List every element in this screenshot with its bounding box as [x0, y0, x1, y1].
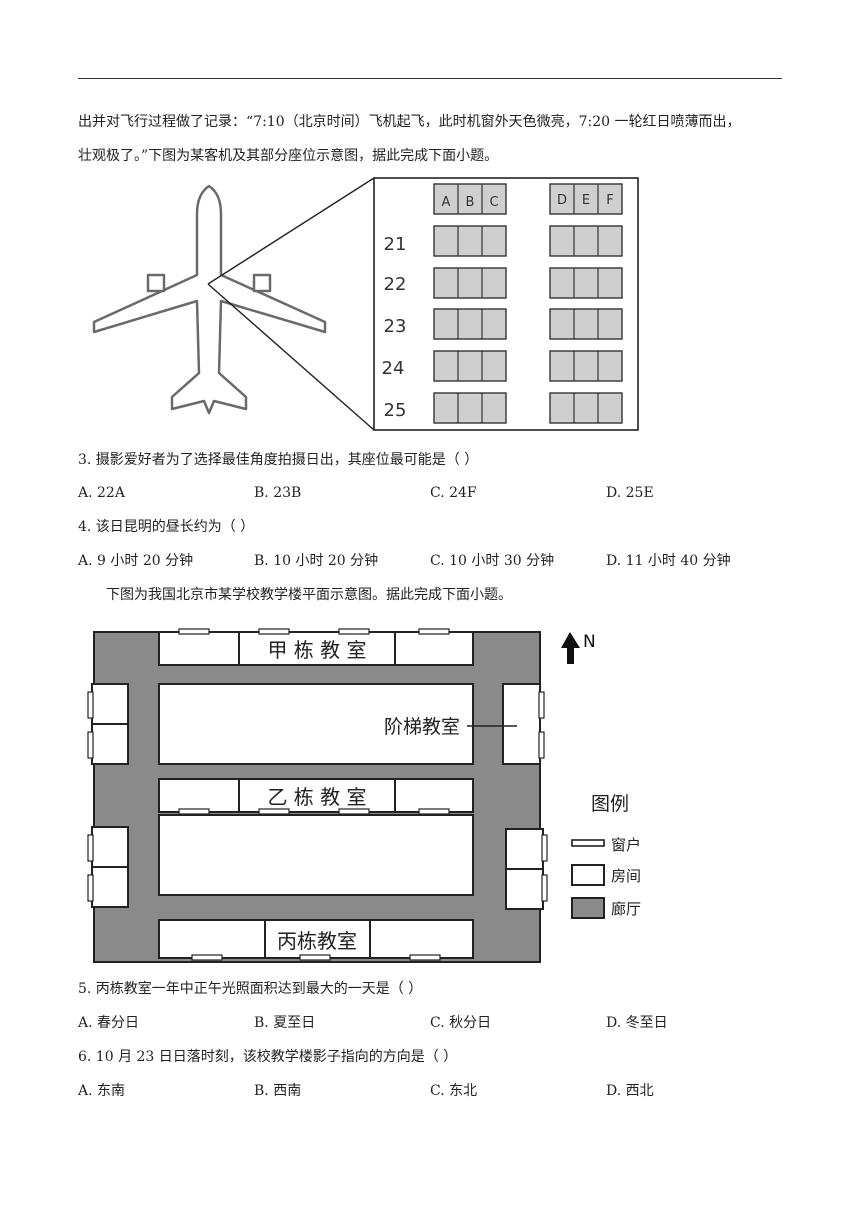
q6-stem: 6. 10 月 23 日日落时刻，该校教学楼影子指向的方向是（ ） — [78, 1049, 458, 1065]
airplane-seat-figure: A B C D E F 21 22 23 24 25 — [92, 177, 639, 431]
q6-option-c[interactable]: C. 东北 — [430, 1083, 478, 1099]
q6-option-d[interactable]: D. 西北 — [606, 1083, 654, 1099]
seat-row-23: 23 — [384, 308, 623, 340]
q4-option-d[interactable]: D. 11 小时 40 分钟 — [606, 553, 731, 569]
building-jia: 甲 栋 教 室 — [158, 628, 474, 666]
seat-row-21: 21 — [384, 225, 623, 257]
legend: 图例 窗户 房间 廊厅 — [571, 793, 641, 919]
col-label-d: D — [557, 193, 567, 208]
row-label: 23 — [384, 316, 407, 337]
label-jia: 甲 栋 教 室 — [267, 638, 366, 662]
intro-line-2: 壮观极了。”下图为某客机及其部分座位示意图，据此完成下面小题。 — [78, 148, 499, 164]
north-label: N — [583, 632, 596, 652]
legend-title: 图例 — [591, 793, 629, 815]
seat-row-25: 25 — [384, 392, 623, 424]
window-icon — [87, 691, 94, 902]
legend-window-swatch — [571, 839, 605, 847]
east-rooms — [502, 683, 544, 910]
label-yi: 乙 栋 教 室 — [267, 785, 366, 809]
legend-room-label: 房间 — [611, 867, 641, 885]
q6-option-b[interactable]: B. 西南 — [254, 1083, 302, 1099]
intro-line-1: 出并对飞行过程做了记录：“7:10（北京时间）飞机起飞，此时机窗外天色微亮，7:… — [78, 114, 741, 130]
q4-stem: 4. 该日昆明的昼长约为（ ） — [78, 519, 255, 535]
q5-option-c[interactable]: C. 秋分日 — [430, 1015, 492, 1031]
row-label: 22 — [384, 274, 407, 295]
q3-option-c[interactable]: C. 24F — [430, 485, 477, 501]
window-icon — [538, 691, 548, 902]
building-plan-figure: 甲 栋 教 室 乙 栋 教 室 丙栋教室 — [87, 628, 641, 963]
row-label: 21 — [384, 234, 407, 255]
col-label-a: A — [442, 195, 451, 210]
header-rule — [78, 78, 782, 79]
row-label: 24 — [382, 358, 405, 379]
col-label-e: E — [582, 193, 590, 208]
label-bing: 丙栋教室 — [277, 929, 357, 953]
row-label: 25 — [384, 400, 407, 421]
q3-option-b[interactable]: B. 23B — [254, 485, 302, 501]
q4-option-a[interactable]: A. 9 小时 20 分钟 — [78, 553, 194, 569]
q3-stem: 3. 摄影爱好者为了选择最佳角度拍摄日出，其座位最可能是（ ） — [78, 452, 479, 468]
q3-option-a[interactable]: A. 22A — [78, 485, 125, 501]
callout-line-top — [207, 177, 375, 285]
seat-row-22: 22 — [384, 267, 623, 299]
building-yi: 乙 栋 教 室 — [158, 778, 474, 815]
label-lecture-hall: 阶梯教室 — [384, 716, 460, 738]
legend-room-swatch — [571, 864, 605, 886]
q5-option-a[interactable]: A. 春分日 — [78, 1015, 140, 1031]
room-block-2 — [158, 814, 474, 896]
north-arrow-icon — [561, 632, 580, 664]
room-block-1 — [158, 683, 474, 765]
q5-option-d[interactable]: D. 冬至日 — [606, 1015, 668, 1031]
seat-row-24: 24 — [382, 350, 623, 382]
intro-2: 下图为我国北京市某学校教学楼平面示意图。据此完成下面小题。 — [106, 587, 512, 603]
window-icon — [178, 628, 450, 635]
col-label-b: B — [466, 195, 475, 210]
q4-option-b[interactable]: B. 10 小时 20 分钟 — [254, 553, 379, 569]
callout-line-bottom — [207, 283, 375, 431]
col-label-f: F — [606, 193, 613, 208]
seat-map-frame — [373, 177, 639, 431]
west-rooms — [91, 683, 129, 908]
q4-option-c[interactable]: C. 10 小时 30 分钟 — [430, 553, 555, 569]
q5-stem: 5. 丙栋教室一年中正午光照面积达到最大的一天是（ ） — [78, 981, 423, 997]
seat-column-headers: A B C D E F — [433, 183, 623, 215]
legend-hall-swatch — [571, 897, 605, 919]
legend-window-label: 窗户 — [611, 836, 641, 854]
q3-option-d[interactable]: D. 25E — [606, 485, 654, 501]
building-bing: 丙栋教室 — [158, 919, 474, 961]
airplane-icon — [92, 184, 327, 415]
window-icon — [191, 954, 441, 961]
legend-hall-label: 廊厅 — [611, 900, 641, 918]
q5-option-b[interactable]: B. 夏至日 — [254, 1015, 316, 1031]
col-label-c: C — [489, 195, 498, 210]
q6-option-a[interactable]: A. 东南 — [78, 1083, 126, 1099]
